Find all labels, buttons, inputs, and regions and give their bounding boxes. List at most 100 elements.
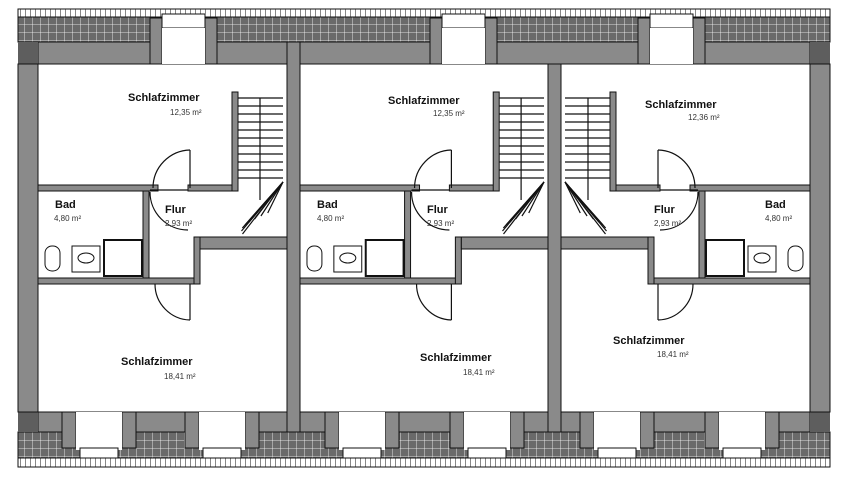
room-area: 2,93 m² bbox=[165, 219, 192, 228]
wall-bath-top bbox=[37, 184, 159, 192]
sink-icon bbox=[333, 245, 363, 273]
wall-stair-side bbox=[231, 91, 239, 192]
wall-bath-bottom bbox=[299, 277, 458, 285]
room-name: Schlafzimmer bbox=[388, 95, 460, 107]
wall-bath-top bbox=[689, 184, 811, 192]
dormer-cheek bbox=[637, 17, 651, 65]
room-name: Flur bbox=[654, 204, 675, 216]
window bbox=[467, 447, 507, 459]
stair-step bbox=[267, 181, 284, 214]
room-area: 12,36 m² bbox=[688, 113, 720, 122]
wall-flur-side bbox=[454, 236, 462, 285]
dormer-cheek bbox=[61, 411, 77, 449]
wall-stair-bottom bbox=[199, 236, 288, 250]
wall-bath-side bbox=[698, 190, 706, 279]
dormer-cheek bbox=[704, 411, 720, 449]
window bbox=[79, 447, 119, 459]
door-swing bbox=[657, 149, 696, 189]
stair-step bbox=[521, 181, 545, 217]
dormer-cheek bbox=[204, 17, 218, 65]
window bbox=[649, 13, 694, 29]
wall-bath-bottom bbox=[37, 277, 197, 285]
wall-bath-bottom bbox=[651, 277, 811, 285]
room-name: Schlafzimmer bbox=[645, 99, 717, 111]
toilet-icon bbox=[44, 245, 61, 272]
door-swing bbox=[657, 283, 694, 321]
stair-step bbox=[260, 181, 284, 217]
window bbox=[342, 447, 382, 459]
dormer-opening bbox=[650, 28, 693, 64]
wall-stair-side bbox=[609, 91, 617, 192]
wall-flur-top bbox=[187, 184, 237, 192]
room-area: 18,41 m² bbox=[657, 350, 689, 359]
dormer-opening bbox=[442, 28, 485, 64]
roof-bottom bbox=[17, 431, 831, 468]
room-area: 4,80 m² bbox=[765, 214, 792, 223]
shower-icon bbox=[364, 239, 405, 277]
door-swing bbox=[149, 191, 189, 231]
dormer-cheek bbox=[449, 411, 465, 449]
room-name: Schlafzimmer bbox=[121, 356, 193, 368]
room-name: Schlafzimmer bbox=[128, 92, 200, 104]
room-area: 18,41 m² bbox=[463, 368, 495, 377]
toilet-icon bbox=[787, 245, 804, 272]
dormer-cheek bbox=[509, 411, 525, 449]
dormer-cheek bbox=[149, 17, 163, 65]
interior-walls bbox=[37, 91, 811, 321]
window bbox=[161, 13, 206, 29]
dormer-opening bbox=[199, 412, 245, 450]
window bbox=[722, 447, 762, 459]
dormer-cheek bbox=[244, 411, 260, 449]
roof-top bbox=[17, 8, 831, 43]
room-name: Flur bbox=[165, 204, 186, 216]
wall-bath-side bbox=[142, 190, 150, 279]
room-name: Bad bbox=[317, 199, 338, 211]
dormer-opening bbox=[76, 412, 122, 450]
dormer-opening bbox=[594, 412, 640, 450]
room-area: 4,80 m² bbox=[54, 214, 81, 223]
window bbox=[597, 447, 637, 459]
dormer-cheek bbox=[121, 411, 137, 449]
wall-bath-top bbox=[299, 184, 421, 192]
room-area: 2,93 m² bbox=[654, 219, 681, 228]
dormer-cheek bbox=[764, 411, 780, 449]
toilet-icon bbox=[306, 245, 323, 272]
stair-step bbox=[515, 181, 545, 220]
window bbox=[202, 447, 242, 459]
dormer-opening bbox=[339, 412, 385, 450]
stair-step bbox=[564, 181, 588, 217]
wall-stair-bottom bbox=[560, 236, 649, 250]
unit-2: Schlafzimmer 12,35 m² Bad 4,80 m² Flur 2… bbox=[317, 95, 495, 377]
door-swing bbox=[659, 191, 699, 231]
room-area: 2,93 m² bbox=[427, 219, 454, 228]
stair-step bbox=[528, 181, 545, 214]
stair-step bbox=[254, 181, 284, 220]
wall-flur-top bbox=[611, 184, 661, 192]
shower-icon bbox=[705, 239, 745, 277]
dormer-cheek bbox=[324, 411, 340, 449]
wall-flur-side bbox=[193, 236, 201, 285]
wall-flur-top bbox=[448, 184, 498, 192]
sink-basin bbox=[753, 252, 771, 264]
door-swing bbox=[415, 283, 452, 321]
sink-basin bbox=[339, 252, 357, 264]
wall-stair-side bbox=[492, 91, 500, 192]
room-name: Bad bbox=[765, 199, 786, 211]
dormer-opening bbox=[719, 412, 765, 450]
door-swing bbox=[410, 191, 450, 231]
room-area: 12,35 m² bbox=[170, 108, 202, 117]
dormer-cheek bbox=[484, 17, 498, 65]
dormer-cheek bbox=[579, 411, 595, 449]
dormer-cheek bbox=[384, 411, 400, 449]
dormer-cheek bbox=[639, 411, 655, 449]
dormer-cheek bbox=[184, 411, 200, 449]
dormer-cheek bbox=[692, 17, 706, 65]
unit-1: Schlafzimmer 12,35 m² Bad 4,80 m² Flur 2… bbox=[54, 92, 202, 381]
room-area: 4,80 m² bbox=[317, 214, 344, 223]
wall-bath-side bbox=[404, 190, 412, 279]
room-name: Bad bbox=[55, 199, 76, 211]
wall-flur-side bbox=[647, 236, 655, 285]
room-area: 18,41 m² bbox=[164, 372, 196, 381]
dormer-opening bbox=[464, 412, 510, 450]
